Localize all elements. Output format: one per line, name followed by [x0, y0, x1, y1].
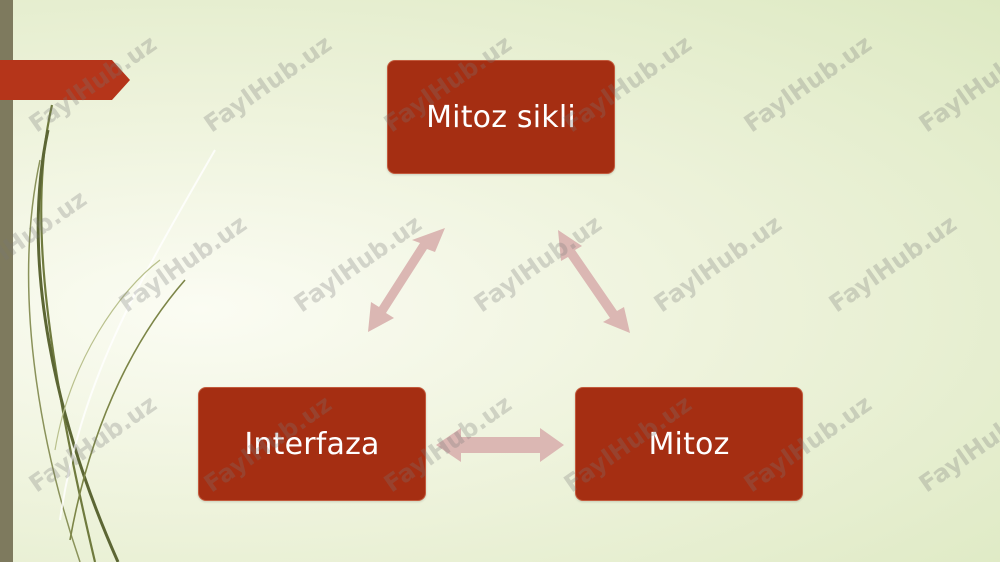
double-arrow-left-right — [436, 428, 564, 462]
decorative-swoosh-lines — [27, 104, 216, 562]
double-arrow-top-right — [558, 230, 630, 333]
left-accent-bar — [0, 0, 13, 562]
double-arrow-top-left — [368, 228, 445, 332]
node-mitoz-sikli: Mitoz sikli — [387, 60, 615, 174]
node-interfaza: Interfaza — [198, 387, 426, 501]
node-mitoz: Mitoz — [575, 387, 803, 501]
red-title-tab — [0, 60, 130, 100]
